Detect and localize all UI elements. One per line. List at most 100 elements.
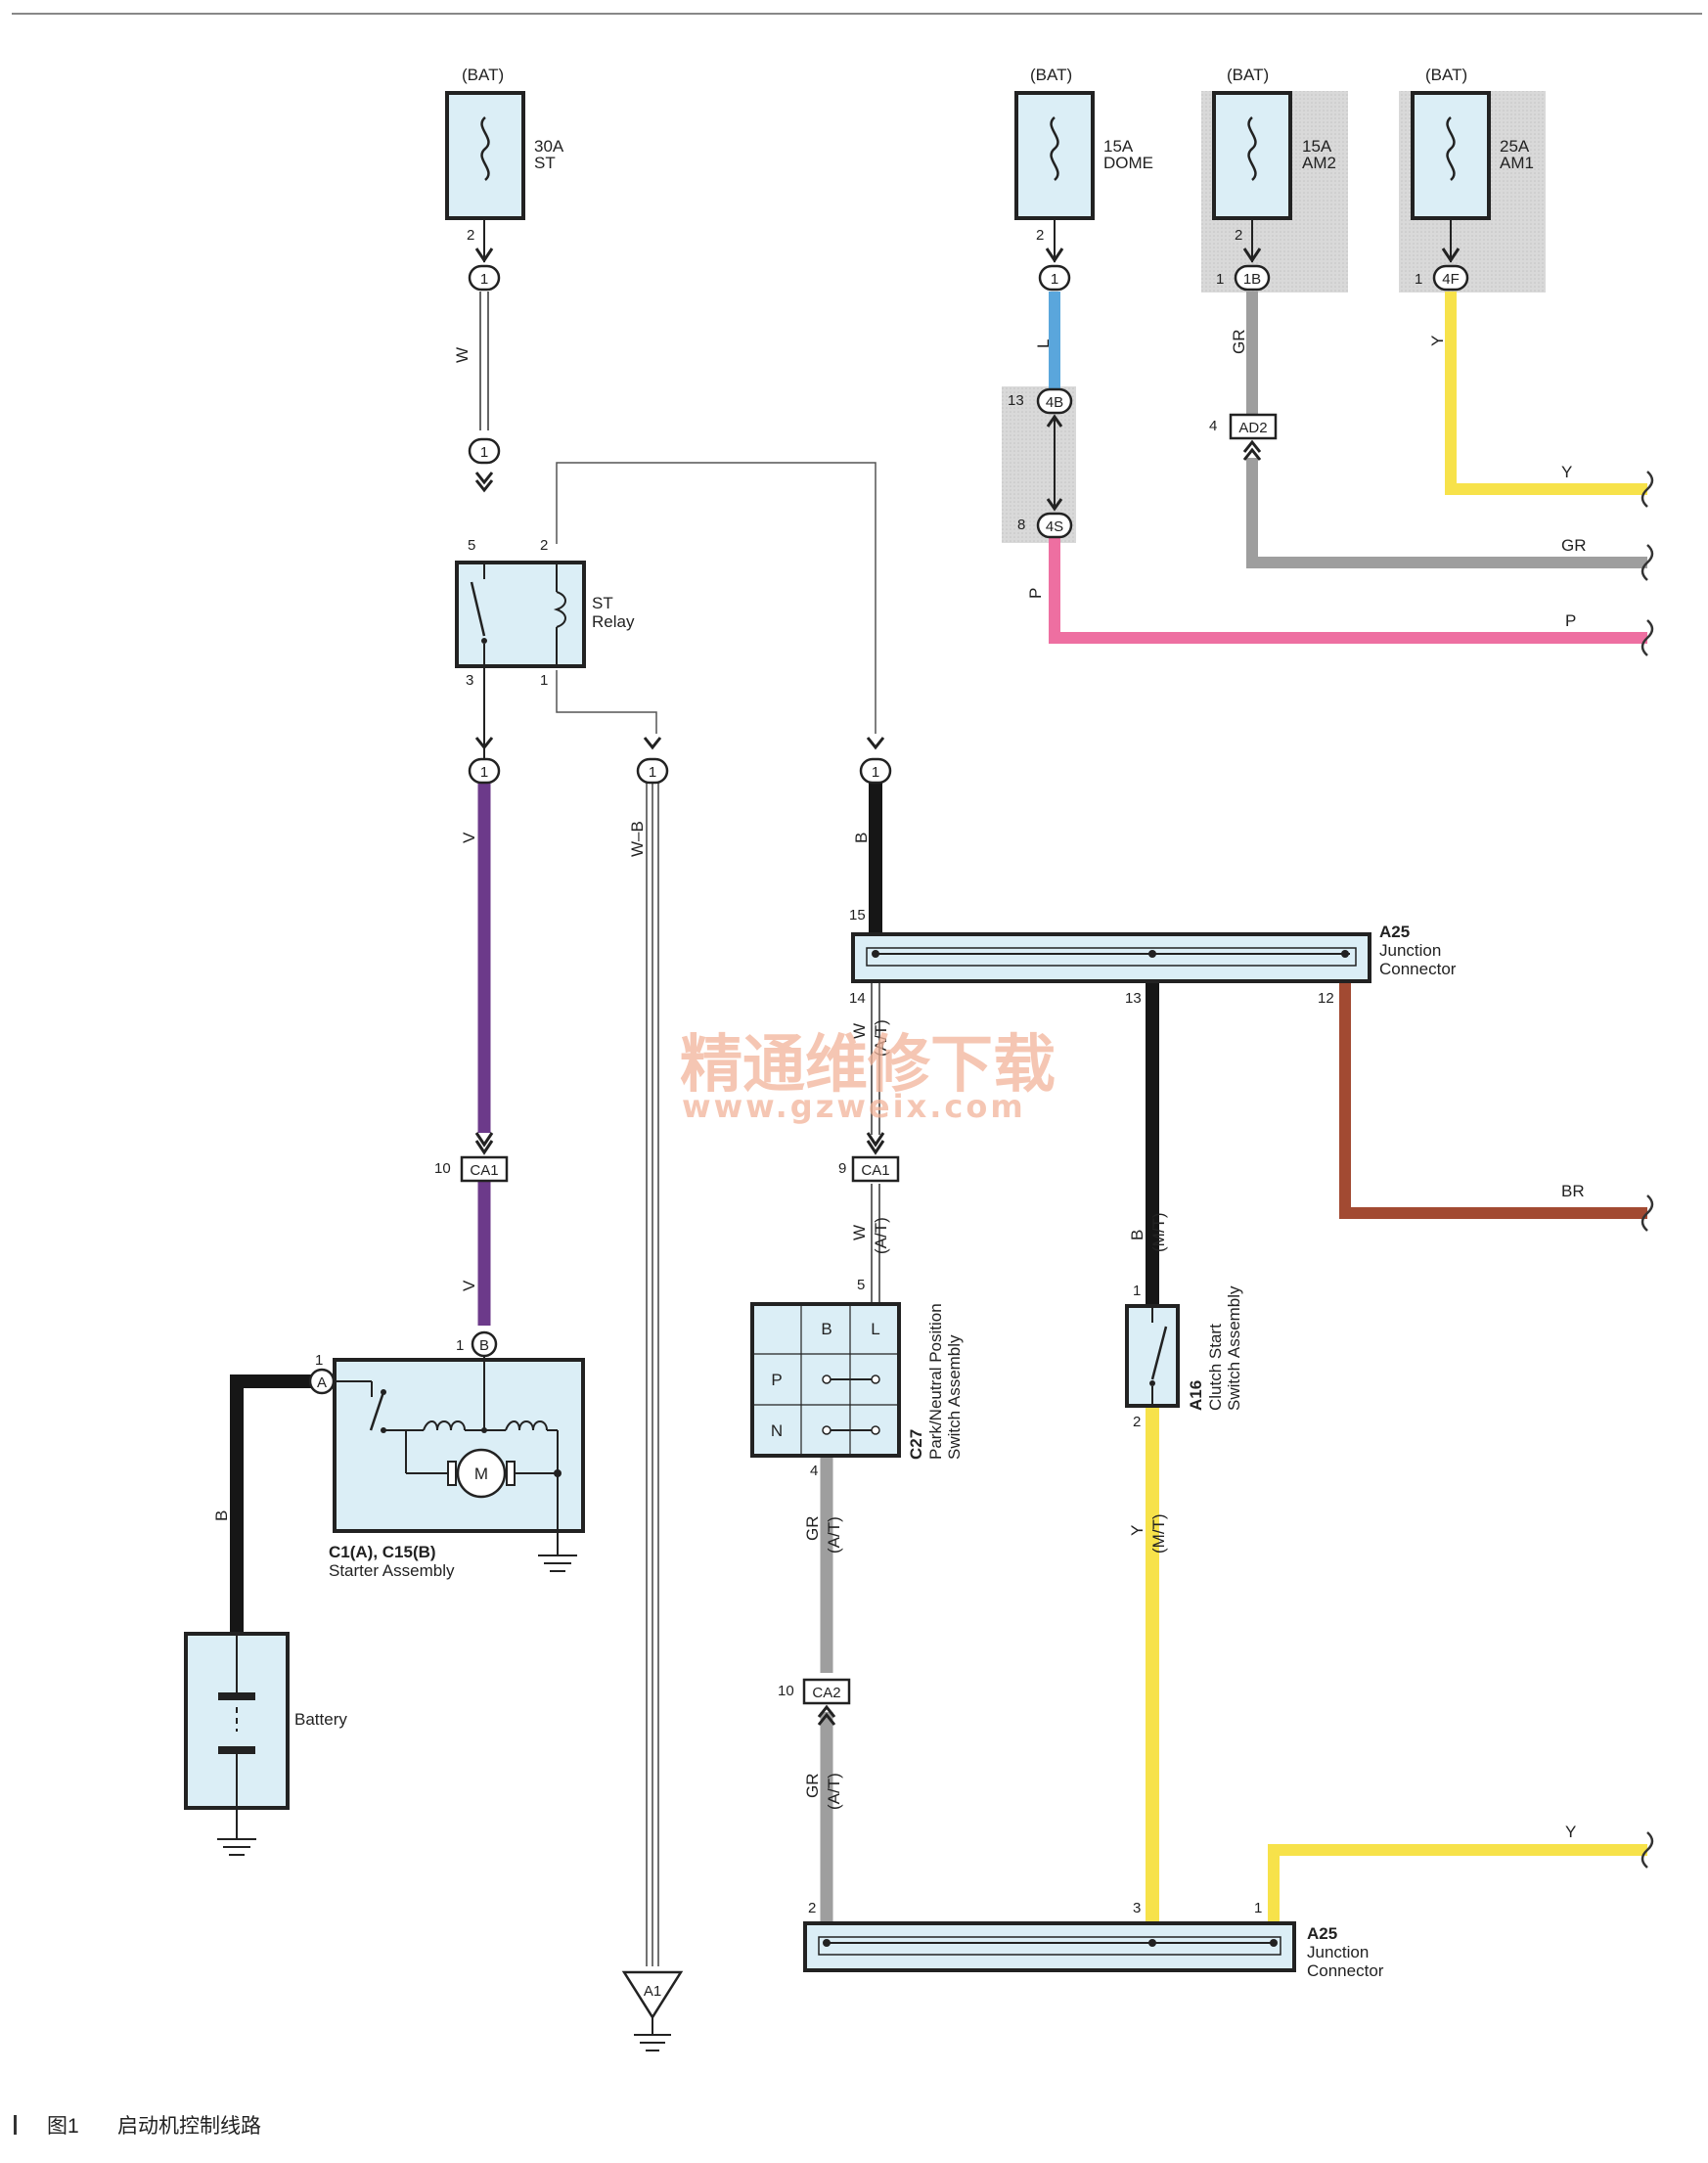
- svg-text:1: 1: [1133, 1283, 1141, 1299]
- ground-a1: A1: [621, 1970, 684, 2051]
- svg-text:P: P: [771, 1371, 782, 1389]
- watermark-title: 精通维修下载: [680, 1028, 1056, 1102]
- svg-text:CA1: CA1: [470, 1162, 498, 1179]
- fuse-dome-pin: 2: [1036, 227, 1044, 244]
- svg-text:A16: A16: [1187, 1380, 1205, 1411]
- wire-label-l: L: [1034, 339, 1053, 348]
- svg-text:N: N: [771, 1421, 783, 1440]
- fuse-am2-name: AM2: [1302, 154, 1336, 172]
- wire-label-w2: W: [850, 1023, 869, 1039]
- svg-text:14: 14: [849, 990, 866, 1007]
- wire-end-y: Y: [1561, 463, 1572, 481]
- wire-label-at3: (A/T): [825, 1516, 843, 1554]
- wire-label-b1: B: [852, 833, 871, 843]
- svg-text:10: 10: [778, 1683, 794, 1699]
- wire-end-y2: Y: [1565, 1823, 1576, 1841]
- wire-y-top: [1445, 292, 1647, 495]
- starter-assembly: 1 1 B A M C1(A), C15(B) Starter Assembly: [308, 1330, 585, 1580]
- wire-label-gr2: GR: [803, 1516, 822, 1542]
- svg-text:2: 2: [540, 537, 548, 554]
- wire-gr-top-2: [1246, 458, 1647, 568]
- svg-text:L: L: [871, 1320, 879, 1338]
- svg-text:CA1: CA1: [861, 1162, 889, 1179]
- fuse-am1-supply: (BAT): [1425, 66, 1467, 84]
- st-relay-name: ST: [592, 594, 613, 612]
- a25-junction-top: 15 A25 Junction Connector 14 13 12: [849, 907, 1457, 1007]
- wire-wb: [646, 783, 659, 1966]
- fuse-am1: (BAT) 25A AM1: [1411, 66, 1534, 263]
- wire-label-at4: (A/T): [825, 1773, 843, 1810]
- wire-br: [1339, 983, 1647, 1219]
- wire-end-gr: GR: [1561, 536, 1587, 555]
- connector-1-c: 1: [468, 737, 501, 785]
- svg-text:1: 1: [480, 444, 488, 461]
- battery-label: Battery: [294, 1710, 347, 1729]
- wire-label-y2: Y: [1128, 1525, 1146, 1536]
- watermark-url: www.gzweix.com: [682, 1088, 1026, 1125]
- connector-ca1-right: 9 CA1: [838, 1132, 900, 1183]
- fuse-dome-supply: (BAT): [1030, 66, 1072, 84]
- svg-text:Junction: Junction: [1379, 941, 1441, 960]
- connector-ad2: 4 AD2: [1209, 413, 1278, 461]
- fuse-am2-rating: 15A: [1302, 137, 1332, 156]
- wire-label-gr3: GR: [803, 1774, 822, 1799]
- svg-text:C27: C27: [907, 1429, 925, 1460]
- wire-y-bottom: [1268, 1844, 1647, 1923]
- svg-text:15: 15: [849, 907, 866, 924]
- wire-label-p: P: [1026, 588, 1045, 599]
- svg-text:9: 9: [838, 1160, 846, 1177]
- fuse-dome-rating: 15A: [1103, 137, 1134, 156]
- svg-text:1B: 1B: [1243, 271, 1261, 288]
- svg-text:Switch Assembly: Switch Assembly: [945, 1334, 964, 1460]
- svg-text:5: 5: [857, 1277, 865, 1293]
- wire-label-v1: V: [460, 832, 478, 843]
- svg-text:4F: 4F: [1442, 271, 1460, 288]
- caption-title: 启动机控制线路: [117, 2115, 261, 2138]
- c27-park-neutral-switch: 5 B L P N 4 C27 Park/Neutral Position Sw…: [750, 1277, 964, 1479]
- svg-text:13: 13: [1008, 392, 1024, 409]
- connector-1b: 1 1B: [1216, 264, 1271, 292]
- svg-text:Connector: Connector: [1307, 1961, 1384, 1980]
- wire-label-w: W: [453, 347, 472, 363]
- svg-text:1: 1: [480, 764, 488, 781]
- wire-w-at: [871, 983, 880, 1304]
- svg-text:1: 1: [649, 764, 656, 781]
- fuse-st-rating: 30A: [534, 137, 564, 156]
- svg-text:Switch Assembly: Switch Assembly: [1225, 1285, 1243, 1411]
- fuse-am2: (BAT) 15A AM2 2: [1212, 66, 1336, 263]
- svg-text:Starter Assembly: Starter Assembly: [329, 1561, 455, 1580]
- wire-relay2-control: [556, 462, 876, 734]
- svg-text:1: 1: [1051, 271, 1058, 288]
- svg-text:B: B: [479, 1337, 489, 1354]
- fuse-st-pin: 2: [467, 227, 474, 244]
- fuse-am1-rating: 25A: [1500, 137, 1530, 156]
- svg-text:B: B: [821, 1320, 832, 1338]
- fuse-st-supply: (BAT): [462, 66, 504, 84]
- svg-text:1: 1: [1254, 1900, 1262, 1916]
- svg-text:A25: A25: [1307, 1924, 1337, 1943]
- svg-text:Park/Neutral Position: Park/Neutral Position: [926, 1303, 945, 1460]
- connector-4s: 8 4S: [1017, 512, 1073, 539]
- svg-text:Junction: Junction: [1307, 1943, 1369, 1961]
- wire-label-b3: B: [212, 1510, 231, 1521]
- fuse-dome-name: DOME: [1103, 154, 1153, 172]
- st-relay-label: Relay: [592, 612, 635, 631]
- svg-text:4: 4: [1209, 418, 1217, 434]
- svg-text:1: 1: [1216, 271, 1224, 288]
- svg-text:M: M: [474, 1465, 488, 1483]
- svg-text:1: 1: [872, 764, 879, 781]
- wire-w-fuse-relay: [479, 292, 489, 430]
- connector-1-b: 1: [468, 437, 501, 493]
- wire-label-at1: (A/T): [872, 1019, 890, 1057]
- a25-junction-bottom: 2 3 1 A25 Junction Connector: [803, 1900, 1384, 1980]
- wire-p-pink: [1049, 538, 1647, 644]
- svg-text:12: 12: [1318, 990, 1334, 1007]
- fuse-st: (BAT) 30A ST 2: [445, 66, 564, 263]
- caption-marker: [14, 2115, 17, 2135]
- fuse-dome: (BAT) 15A DOME 2: [1014, 66, 1153, 263]
- svg-text:A25: A25: [1379, 923, 1410, 941]
- svg-text:2: 2: [808, 1900, 816, 1916]
- wire-relay1-wb: [556, 670, 657, 734]
- wire-label-b2: B: [1128, 1230, 1146, 1240]
